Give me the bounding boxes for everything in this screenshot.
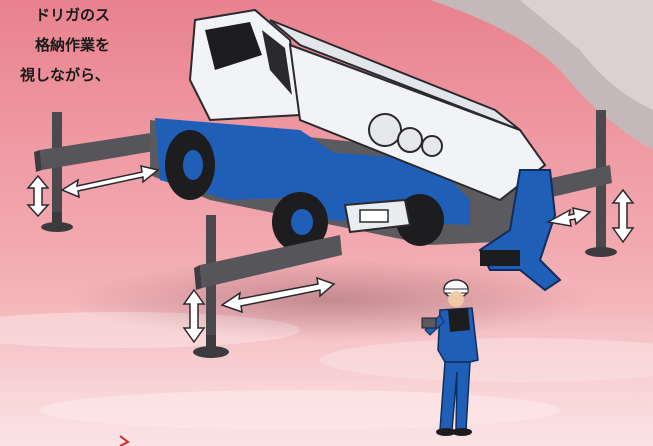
hub-back	[183, 150, 203, 180]
boom-pulley-3	[422, 136, 442, 156]
vertical-arrow-icon	[28, 176, 48, 216]
vertical-arrow-icon-3	[613, 190, 633, 242]
hub-front-left	[291, 209, 313, 235]
boom-pulley-2	[398, 128, 422, 152]
ground-shadow	[70, 260, 590, 340]
double-arrow-icon	[62, 166, 158, 197]
boom-pulley-1	[369, 114, 401, 146]
front-light	[360, 210, 388, 222]
cloud-3	[40, 390, 560, 430]
